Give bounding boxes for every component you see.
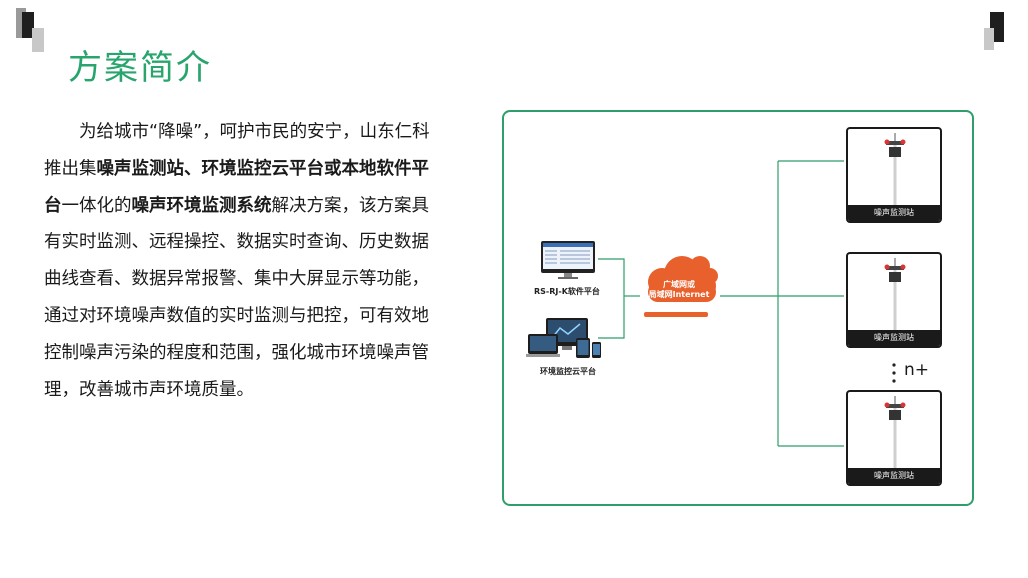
intro-bold-2: 噪声环境监测系统 <box>131 195 272 216</box>
noise-monitor-pole-icon <box>884 396 906 470</box>
network-label-line1: 广域网或 <box>663 280 695 289</box>
intro-text-3: 解决方案，该方案具有实时监测、远程操控、数据实时查询、历史数据曲线查看、数据异常… <box>44 195 429 400</box>
monitor-icon <box>541 241 595 279</box>
noise-monitor-pole-icon <box>884 133 906 207</box>
page-title: 方案简介 <box>68 48 212 88</box>
cloud-icon <box>644 256 718 317</box>
noise-monitor-pole-icon <box>884 258 906 332</box>
station-label: 噪声监测站 <box>848 205 940 221</box>
station-label: 噪声监测站 <box>848 468 940 484</box>
network-label-line2: 局域网Internet <box>648 290 710 299</box>
intro-text-2: 一体化的 <box>61 195 132 216</box>
intro-bold-1: 噪声监测站、环境监控云平台或本地软件平台 <box>44 158 429 216</box>
devices-icon <box>526 318 601 358</box>
station-label: 噪声监测站 <box>848 330 940 346</box>
intro-paragraph: 为给城市“降噪”，呵护市民的安宁，山东仁科推出集噪声监测站、环境监控云平台或本地… <box>44 114 446 408</box>
cloud-platform-label: 环境监控云平台 <box>540 367 596 376</box>
software-platform-label: RS-RJ-K软件平台 <box>534 287 600 296</box>
intro-text-1: 为给城市“降噪”，呵护市民的安宁，山东仁科推出集 <box>44 122 430 179</box>
noise-station-1: 噪声监测站 <box>846 127 942 223</box>
system-diagram: RS-RJ-K软件平台 环境监控云平台 广域网或 局域网Internet <box>492 100 988 514</box>
corner-decoration-right <box>984 12 1004 50</box>
network-label: 广域网或 局域网Internet <box>642 280 716 300</box>
connector-lines <box>598 160 844 447</box>
diagram-frame <box>502 110 974 506</box>
noise-station-3: 噪声监测站 <box>846 390 942 486</box>
corner-decoration-left <box>16 8 44 52</box>
more-stations-label: n+ <box>904 360 930 380</box>
noise-station-2: 噪声监测站 <box>846 252 942 348</box>
vertical-ellipsis-icon <box>892 363 896 383</box>
